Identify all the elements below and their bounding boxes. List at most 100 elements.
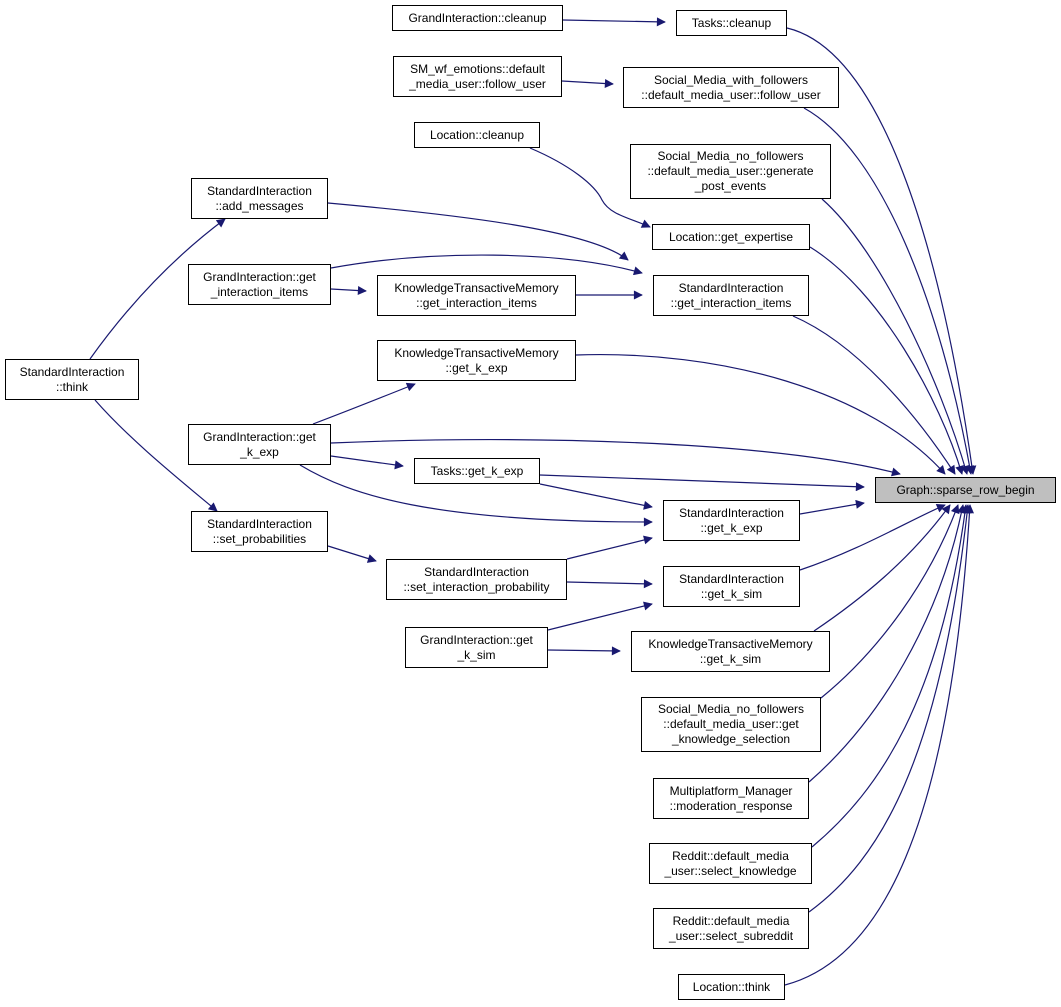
node-label-line: Social_Media_no_followers: [657, 149, 804, 163]
node-label-line: KnowledgeTransactiveMemory: [394, 280, 559, 295]
node-label-line: Tasks::cleanup: [691, 15, 772, 30]
node-label-line: ::default_media_user::get: [663, 717, 799, 731]
edge-std-get-k-exp-to-graph-sparse-row-begin: [799, 499, 865, 515]
node-standard-interaction-get-k-exp[interactable]: StandardInteraction ::get_k_exp: [663, 500, 800, 541]
node-label-line: StandardInteraction: [679, 571, 784, 586]
edge-grand-get-k-sim-to-ktm-get-k-sim: [547, 646, 621, 656]
node-label-line: StandardInteraction: [678, 280, 784, 295]
edge-std-set-interaction-probability-to-std-get-k-exp: [566, 535, 653, 560]
edge-std-think-to-std-add-messages: [89, 218, 226, 360]
edge-std-add-messages-to-std-get-items: [327, 202, 629, 261]
node-label-line: GrandInteraction::get: [203, 269, 316, 284]
edge-std-set-interaction-probability-to-std-get-k-sim: [566, 579, 653, 589]
edge-grand-get-items-to-std-get-items: [330, 254, 643, 276]
node-sm-wf-emotions-follow-user[interactable]: SM_wf_emotions::default _media_user::fol…: [393, 56, 562, 97]
node-standard-interaction-get-k-sim[interactable]: StandardInteraction ::get_k_sim: [663, 566, 800, 607]
node-label-line: Location::get_expertise: [668, 229, 794, 244]
node-standard-interaction-get-interaction-items[interactable]: StandardInteraction ::get_interaction_it…: [653, 275, 809, 316]
node-label-line: StandardInteraction: [424, 564, 529, 579]
node-location-think[interactable]: Location::think: [678, 974, 785, 1000]
edge-grand-get-k-exp-to-ktm-get-k-exp: [312, 382, 416, 425]
edge-smnf-knowledge-to-graph-sparse-row-begin: [820, 504, 960, 699]
node-multiplatform-manager-moderation-response[interactable]: Multiplatform_Manager ::moderation_respo…: [653, 778, 809, 819]
node-grand-interaction-get-k-exp[interactable]: GrandInteraction::get _k_exp: [188, 424, 331, 465]
node-label-line: _interaction_items: [210, 284, 309, 299]
node-label-line: Reddit::default_media: [672, 848, 789, 863]
node-label-line: ::default_media_user::generate: [647, 164, 814, 178]
node-label-line: _post_events: [694, 179, 767, 193]
node-label-line: ::think: [55, 379, 88, 394]
node-location-cleanup[interactable]: Location::cleanup: [414, 122, 540, 148]
node-ktm-get-interaction-items[interactable]: KnowledgeTransactiveMemory ::get_interac…: [377, 275, 576, 316]
node-label-line: _media_user::follow_user: [409, 76, 546, 91]
node-tasks-get-k-exp[interactable]: Tasks::get_k_exp: [414, 458, 540, 484]
node-grand-interaction-get-interaction-items[interactable]: GrandInteraction::get _interaction_items: [188, 264, 331, 305]
node-label-line: ::get_k_exp: [445, 360, 508, 375]
edge-ktm-get-k-exp-to-graph-sparse-row-begin: [575, 353, 946, 475]
node-label-line: ::set_interaction_probability: [403, 579, 550, 594]
node-label-line: Reddit::default_media: [672, 913, 790, 928]
node-ktm-get-k-exp[interactable]: KnowledgeTransactiveMemory ::get_k_exp: [377, 340, 576, 381]
node-label-line: Graph::sparse_row_begin: [896, 482, 1035, 497]
node-label-line: SM_wf_emotions::default: [410, 61, 545, 76]
node-grand-interaction-get-k-sim[interactable]: GrandInteraction::get _k_sim: [405, 627, 548, 668]
node-label-line: StandardInteraction: [207, 516, 312, 531]
node-label-line: _k_sim: [457, 647, 496, 662]
edge-smwf-follow-to-smfollowers-follow: [561, 79, 614, 89]
node-label-line: ::get_k_sim: [699, 651, 762, 666]
node-label-line: GrandInteraction::cleanup: [408, 10, 547, 25]
node-label-line: _knowledge_selection: [671, 732, 791, 746]
node-label-line: StandardInteraction: [207, 183, 312, 198]
node-label-line: ::get_interaction_items: [670, 295, 792, 310]
edge-grand-get-k-exp-to-graph-sparse-row-begin: [330, 439, 901, 477]
edge-std-get-k-sim-to-graph-sparse-row-begin: [799, 504, 946, 571]
node-label-line: ::set_probabilities: [212, 531, 307, 546]
node-standard-interaction-set-interaction-probability[interactable]: StandardInteraction ::set_interaction_pr…: [386, 559, 567, 600]
node-ktm-get-k-sim[interactable]: KnowledgeTransactiveMemory ::get_k_sim: [631, 631, 830, 672]
node-label-line: GrandInteraction::get: [203, 429, 316, 444]
edge-grand-get-items-to-ktm-get-items: [330, 286, 367, 296]
edge-reddit-select-knowledge-to-graph-sparse-row-begin: [811, 504, 970, 848]
node-graph-sparse-row-begin[interactable]: Graph::sparse_row_begin: [875, 477, 1056, 503]
node-label-line: Tasks::get_k_exp: [430, 463, 524, 478]
node-label-line: ::add_messages: [215, 198, 304, 213]
node-label-line: Social_Media_no_followers: [657, 702, 805, 716]
edge-smfollowers-follow-to-graph-sparse-row-begin: [803, 107, 975, 475]
node-social-media-with-followers-follow-user[interactable]: Social_Media_with_followers ::default_me…: [623, 67, 839, 108]
node-label-line: ::get_k_sim: [700, 586, 763, 601]
node-label-line: _user::select_knowledge: [664, 863, 797, 878]
edge-grand-get-k-exp-to-tasks-get-k-exp: [330, 455, 404, 470]
node-label-line: _user::select_subreddit: [668, 928, 794, 943]
edge-std-think-to-std-set-probabilities: [94, 399, 218, 512]
node-standard-interaction-set-probabilities[interactable]: StandardInteraction ::set_probabilities: [191, 511, 328, 552]
node-label-line: ::get_k_exp: [700, 520, 763, 535]
node-label-line: ::moderation_response: [669, 798, 793, 813]
node-label-line: StandardInteraction: [19, 364, 125, 379]
node-reddit-select-knowledge[interactable]: Reddit::default_media _user::select_know…: [649, 843, 812, 884]
node-standard-interaction-think[interactable]: StandardInteraction ::think: [5, 359, 139, 400]
node-label-line: KnowledgeTransactiveMemory: [648, 636, 813, 651]
edge-tasks-cleanup-to-graph-sparse-row-begin: [786, 27, 977, 475]
node-label-line: StandardInteraction: [679, 505, 784, 520]
node-social-media-no-followers-generate-post-events[interactable]: Social_Media_no_followers ::default_medi…: [630, 144, 831, 199]
edge-location-get-expertise-to-graph-sparse-row-begin: [809, 246, 965, 475]
edge-smnf-generate-to-graph-sparse-row-begin: [821, 198, 970, 475]
node-standard-interaction-add-messages[interactable]: StandardInteraction ::add_messages: [191, 178, 328, 219]
edge-location-cleanup-to-location-get-expertise: [529, 147, 651, 228]
node-tasks-cleanup[interactable]: Tasks::cleanup: [676, 10, 787, 36]
node-social-media-no-followers-get-knowledge-selection[interactable]: Social_Media_no_followers ::default_medi…: [641, 697, 821, 752]
node-label-line: KnowledgeTransactiveMemory: [394, 345, 559, 360]
node-reddit-select-subreddit[interactable]: Reddit::default_media _user::select_subr…: [653, 908, 809, 949]
edge-tasks-get-k-exp-to-graph-sparse-row-begin: [539, 474, 865, 492]
node-location-get-expertise[interactable]: Location::get_expertise: [652, 224, 810, 250]
node-label-line: Location::think: [692, 979, 771, 994]
edge-grand-get-k-sim-to-std-get-k-sim: [547, 601, 653, 631]
edge-tasks-get-k-exp-to-std-get-k-exp: [539, 483, 653, 510]
node-label-line: Social_Media_with_followers: [653, 72, 809, 87]
node-grand-interaction-cleanup[interactable]: GrandInteraction::cleanup: [392, 5, 563, 31]
edge-location-think-to-graph-sparse-row-begin: [784, 504, 974, 986]
edge-std-get-items-to-graph-sparse-row-begin: [792, 315, 956, 475]
edge-ktm-get-k-sim-to-graph-sparse-row-begin: [813, 504, 951, 632]
